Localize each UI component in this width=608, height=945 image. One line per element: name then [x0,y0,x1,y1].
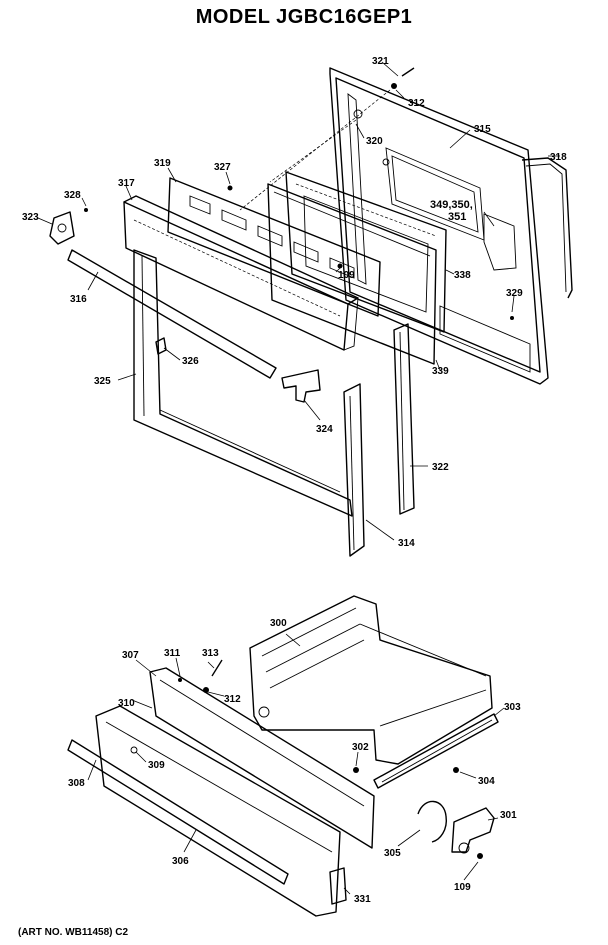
callout-303: 303 [504,702,521,713]
callout-349-350: 349,350, [430,199,473,211]
callout-305: 305 [384,848,401,859]
screw-304 [453,767,459,773]
door-liner-315 [329,67,549,385]
screw-309 [130,746,138,754]
callout-306: 306 [172,856,189,867]
callout-318: 318 [550,152,567,163]
drawer-front-panel-306 [95,705,341,917]
callout-310: 310 [118,698,135,709]
spring-305 [417,800,447,843]
callout-329: 329 [506,288,523,299]
callout-331: 331 [354,894,371,905]
callout-313: 313 [202,648,219,659]
callout-325: 325 [94,376,111,387]
callout-307: 307 [122,650,139,661]
callout-312: 312 [408,98,425,109]
side-trim-322 [393,323,415,515]
screw-109-lower [477,853,483,859]
callout-320: 320 [366,136,383,147]
callout-109-upper: 109 [338,270,355,281]
screw-313 [211,659,223,677]
callout-351: 351 [448,211,466,223]
callout-312-lower: 312 [224,694,241,705]
handle-316 [67,249,277,379]
top-trim-317 [123,195,359,351]
callout-322: 322 [432,462,449,473]
callout-300: 300 [270,618,287,629]
bracket-301 [451,807,495,854]
callout-315: 315 [474,124,491,135]
drawer-box-300 [249,595,493,765]
callout-314: 314 [398,538,415,549]
callout-317: 317 [118,178,135,189]
callout-311: 311 [164,648,181,659]
callout-309: 309 [148,760,165,771]
outer-panel-325 [133,249,353,517]
callout-302: 302 [352,742,369,753]
glass-panel-339 [267,183,437,365]
end-cap-331 [329,867,347,905]
bracket-324 [281,369,321,403]
screw-312-lower [203,687,209,693]
callout-323: 323 [22,212,39,223]
callout-316: 316 [70,294,87,305]
screw-321 [391,67,415,89]
inner-frame-338 [285,171,447,333]
callout-319: 319 [154,158,171,169]
callout-304: 304 [478,776,495,787]
screw-109-upper [337,263,343,269]
callout-301: 301 [500,810,517,821]
model-title: MODEL JGBC16GEP1 [195,6,413,28]
callout-339: 339 [432,366,449,377]
drawer-front-310 [149,667,375,849]
callout-321: 321 [372,56,389,67]
vent-panel-319 [167,177,381,317]
callout-109-lower: 109 [454,882,471,893]
art-number: (ART NO. WB11458) C2 [18,927,129,938]
screw-328 [84,208,88,212]
callout-328: 328 [64,190,81,201]
screw-327 [227,185,233,191]
screw-311 [178,678,182,682]
callout-326: 326 [182,356,199,367]
hinge-rod-318 [521,157,573,299]
callout-327: 327 [214,162,231,173]
callout-338: 338 [454,270,471,281]
callout-324: 324 [316,424,333,435]
screw-302 [353,767,359,773]
side-trim-314 [343,383,365,557]
handle-end-323 [49,211,75,245]
front-trim-308 [67,739,289,885]
callout-308: 308 [68,778,85,789]
screw-329 [510,316,514,320]
slide-rail-303 [373,713,499,789]
